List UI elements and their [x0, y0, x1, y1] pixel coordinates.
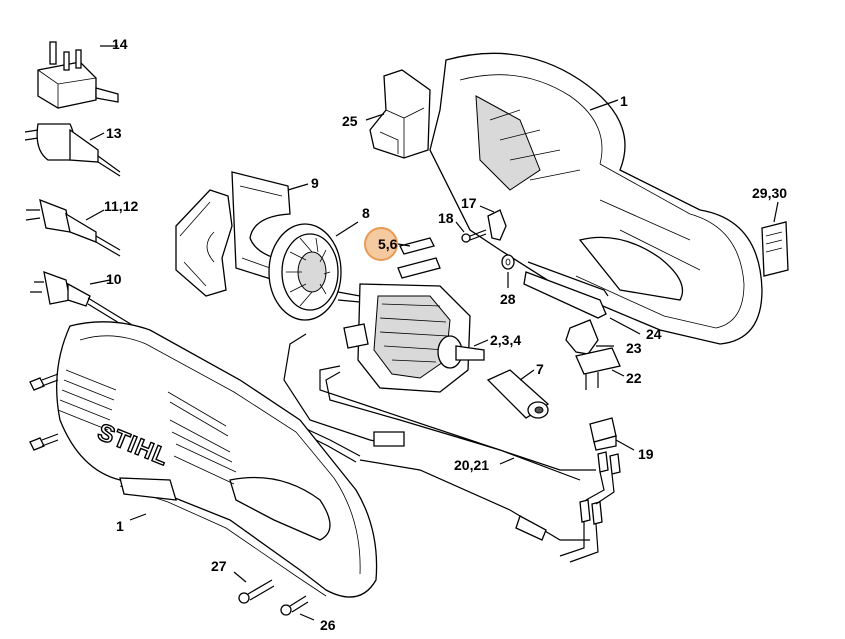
part-29-30-label[interactable]: [761, 201, 789, 277]
highlight-marker: [364, 227, 398, 261]
part-7-gear-sleeve[interactable]: [486, 369, 550, 419]
label-part-27[interactable]: 27: [211, 558, 227, 574]
label-part-1-top[interactable]: 1: [620, 93, 628, 109]
part-19-connector-switch[interactable]: [559, 417, 635, 563]
label-part-5-6[interactable]: 5,6: [378, 236, 398, 252]
label-part-13[interactable]: 13: [106, 125, 122, 141]
label-part-17[interactable]: 17: [461, 195, 477, 211]
label-part-28[interactable]: 28: [500, 291, 516, 307]
part-8-fan-wheel[interactable]: [268, 221, 359, 321]
label-part-8[interactable]: 8: [362, 205, 370, 221]
label-part-22[interactable]: 22: [626, 370, 642, 386]
label-part-19[interactable]: 19: [638, 446, 654, 462]
part-22-switch[interactable]: [575, 347, 625, 390]
label-part-1-bottom[interactable]: 1: [116, 518, 124, 534]
label-part-24[interactable]: 24: [646, 326, 662, 342]
part-1-housing-right[interactable]: [429, 52, 763, 345]
label-part-10[interactable]: 10: [106, 271, 122, 287]
label-part-9[interactable]: 9: [311, 175, 319, 191]
part-24-spring-rod[interactable]: [523, 261, 641, 335]
part-28-washer[interactable]: [501, 254, 515, 288]
part-25-cable-bracket[interactable]: [365, 69, 431, 159]
label-part-23[interactable]: 23: [626, 340, 642, 356]
label-part-2-3-4[interactable]: 2,3,4: [490, 332, 522, 348]
part-1-housing-left[interactable]: [56, 321, 378, 598]
part-14-uk-plug[interactable]: [37, 41, 119, 109]
label-part-11-12[interactable]: 11,12: [104, 198, 139, 214]
part-11-12-plug[interactable]: [25, 198, 121, 257]
label-part-18[interactable]: 18: [438, 210, 454, 226]
part-20-21-wiring[interactable]: [283, 333, 596, 541]
label-part-7[interactable]: 7: [536, 361, 544, 377]
housing-screws-left: [29, 373, 59, 451]
label-part-29-30[interactable]: 29,30: [752, 185, 788, 201]
part-18-screw[interactable]: [455, 221, 487, 243]
label-part-20-21[interactable]: 20,21: [454, 457, 490, 473]
part-5-6-carbon-brushes[interactable]: [397, 237, 441, 279]
part-13-plug[interactable]: [24, 123, 121, 177]
label-part-26[interactable]: 26: [320, 617, 336, 633]
label-part-25[interactable]: 25: [342, 113, 358, 129]
part-26-screw[interactable]: [280, 595, 315, 621]
part-17-lever[interactable]: [479, 205, 507, 241]
part-27-screw[interactable]: [233, 571, 275, 604]
part-2-3-4-motor[interactable]: [337, 283, 489, 393]
label-part-14[interactable]: 14: [112, 36, 128, 52]
